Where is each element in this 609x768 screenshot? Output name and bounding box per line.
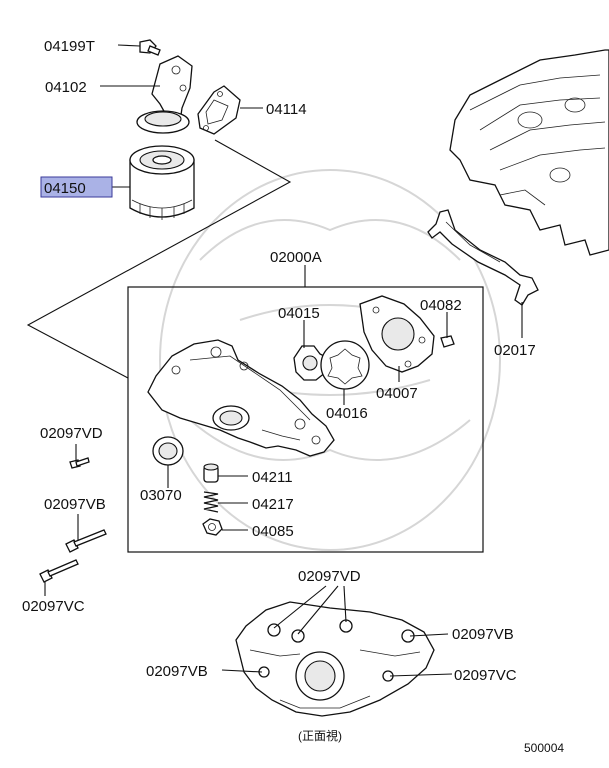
callout-04082[interactable]: 04082 (420, 297, 462, 314)
oil-filter-04150 (129, 145, 195, 220)
callout-04085[interactable]: 04085 (252, 523, 294, 540)
callout-02017[interactable]: 02017 (494, 342, 536, 359)
callout-04114[interactable]: 04114 (266, 101, 307, 118)
callout-02097VB-bottom-left[interactable]: 02097VB (146, 663, 208, 680)
callout-04007[interactable]: 04007 (376, 385, 418, 402)
outer-rotor-04016 (320, 340, 370, 390)
callout-02097VC-right[interactable]: 02097VC (454, 667, 517, 684)
callout-04015[interactable]: 04015 (278, 305, 320, 322)
engine-block (449, 49, 609, 256)
gasket-04114 (197, 85, 241, 135)
pump-cover-04007 (359, 295, 435, 373)
relief-spring-04217 (203, 491, 219, 513)
bolt-04199T (139, 39, 161, 56)
callout-02097VC-left[interactable]: 02097VC (22, 598, 85, 615)
leader-frame (26, 139, 292, 379)
oil-pump-body (147, 339, 335, 457)
oil-seal-03070 (152, 436, 184, 466)
callout-04211[interactable]: 04211 (252, 469, 293, 486)
filter-bracket-04102 (136, 55, 193, 134)
pump-front-view (235, 601, 435, 717)
callout-03070[interactable]: 03070 (140, 487, 182, 504)
callout-02097VB-right[interactable]: 02097VB (452, 626, 514, 643)
gasket-02017 (427, 209, 539, 306)
leader-lines (44, 44, 523, 677)
callout-04199T[interactable]: 04199T (44, 38, 95, 55)
relief-plunger-04211 (203, 463, 219, 483)
highlight-04150 (40, 176, 113, 198)
callout-02097VD-bottom[interactable]: 02097VD (298, 568, 361, 585)
plug-04085 (202, 518, 223, 536)
callout-02097VB-left[interactable]: 02097VB (44, 496, 106, 513)
bolt-02097VB (65, 529, 107, 553)
view-label: (正面視) (298, 728, 342, 743)
callout-04102[interactable]: 04102 (45, 79, 87, 96)
callout-04016[interactable]: 04016 (326, 405, 368, 422)
bolt-02097VD (69, 457, 90, 469)
screw-04082 (440, 335, 455, 348)
figure-number: 500004 (524, 741, 564, 755)
bolt-02097VC (39, 559, 79, 583)
callout-02000A[interactable]: 02000A (270, 249, 322, 266)
callout-02097VD-left[interactable]: 02097VD (40, 425, 103, 442)
callout-04150[interactable]: 04150 (44, 180, 86, 197)
callout-04217[interactable]: 04217 (252, 496, 294, 513)
